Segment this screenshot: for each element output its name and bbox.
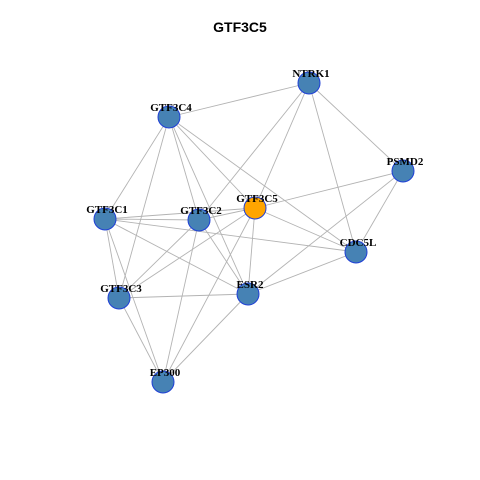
- node-ep300[interactable]: EP300: [150, 367, 181, 394]
- node-circle-esr2[interactable]: [236, 282, 260, 306]
- edge-esr2-cdc5l: [247, 251, 357, 295]
- edge-gtf3c5-gtf3c1: [104, 207, 256, 220]
- node-label-gtf3c2: GTF3C2: [180, 205, 222, 217]
- edge-gtf3c3-esr2: [118, 293, 249, 299]
- edge-gtf3c1-gtf3c2: [104, 218, 200, 221]
- edge-esr2-ep300: [162, 293, 249, 383]
- node-label-cdc5l: CDC5L: [340, 237, 377, 249]
- edge-gtf3c4-gtf3c5: [168, 116, 256, 209]
- node-gtf3c5[interactable]: GTF3C5: [236, 193, 278, 220]
- edge-gtf3c3-ep300: [118, 297, 164, 383]
- edge-gtf3c2-ep300: [162, 219, 200, 383]
- node-circle-cdc5l[interactable]: [344, 240, 368, 264]
- edge-layer: [104, 82, 404, 383]
- edge-ntrk1-gtf3c5: [254, 82, 310, 209]
- node-circle-gtf3c2[interactable]: [187, 208, 211, 232]
- node-label-psmd2: PSMD2: [387, 156, 424, 168]
- edge-psmd2-cdc5l: [355, 170, 404, 253]
- edge-ntrk1-psmd2: [308, 82, 404, 172]
- edge-gtf3c1-esr2: [104, 218, 249, 295]
- edge-gtf3c5-esr2: [247, 207, 256, 295]
- edge-psmd2-esr2: [247, 170, 404, 295]
- node-circle-ep300[interactable]: [151, 370, 175, 394]
- node-circle-gtf3c1[interactable]: [93, 207, 117, 231]
- node-label-gtf3c3: GTF3C3: [100, 283, 142, 295]
- edge-gtf3c4-gtf3c3: [118, 116, 170, 299]
- node-circle-ntrk1[interactable]: [297, 71, 321, 95]
- edge-gtf3c2-esr2: [198, 219, 249, 295]
- edge-ntrk1-gtf3c2: [198, 82, 310, 221]
- node-label-ntrk1: NTRK1: [292, 68, 329, 80]
- node-circle-gtf3c5[interactable]: [243, 196, 267, 220]
- edge-psmd2-gtf3c5: [254, 170, 404, 209]
- edge-ntrk1-cdc5l: [308, 82, 357, 253]
- node-gtf3c3[interactable]: GTF3C3: [100, 283, 142, 310]
- node-label-ep300: EP300: [150, 367, 181, 379]
- edge-gtf3c4-gtf3c1: [104, 116, 170, 220]
- node-cdc5l[interactable]: CDC5L: [340, 237, 377, 264]
- node-label-esr2: ESR2: [237, 279, 264, 291]
- node-ntrk1[interactable]: NTRK1: [292, 68, 330, 95]
- edge-gtf3c5-cdc5l: [254, 207, 357, 253]
- node-gtf3c4[interactable]: GTF3C4: [150, 102, 192, 129]
- edge-gtf3c1-ep300: [104, 218, 164, 383]
- node-circle-psmd2[interactable]: [391, 159, 415, 183]
- edge-gtf3c4-ntrk1: [168, 82, 310, 118]
- node-psmd2[interactable]: PSMD2: [387, 156, 424, 183]
- node-circle-gtf3c3[interactable]: [107, 286, 131, 310]
- node-gtf3c2[interactable]: GTF3C2: [180, 205, 222, 232]
- edge-gtf3c5-gtf3c3: [118, 207, 256, 299]
- node-esr2[interactable]: ESR2: [236, 279, 264, 306]
- edge-gtf3c1-cdc5l: [104, 218, 357, 253]
- edge-gtf3c4-cdc5l: [168, 116, 357, 253]
- node-circle-gtf3c4[interactable]: [157, 105, 181, 129]
- edge-gtf3c4-gtf3c2: [168, 116, 200, 221]
- edge-gtf3c2-gtf3c3: [118, 219, 200, 299]
- edge-gtf3c4-esr2: [168, 116, 249, 295]
- node-label-gtf3c4: GTF3C4: [150, 102, 192, 114]
- node-gtf3c1[interactable]: GTF3C1: [86, 204, 128, 231]
- node-label-gtf3c5: GTF3C5: [236, 193, 278, 205]
- edge-gtf3c1-gtf3c3: [104, 218, 120, 299]
- node-label-gtf3c1: GTF3C1: [86, 204, 128, 216]
- graph-title: GTF3C5: [213, 19, 267, 35]
